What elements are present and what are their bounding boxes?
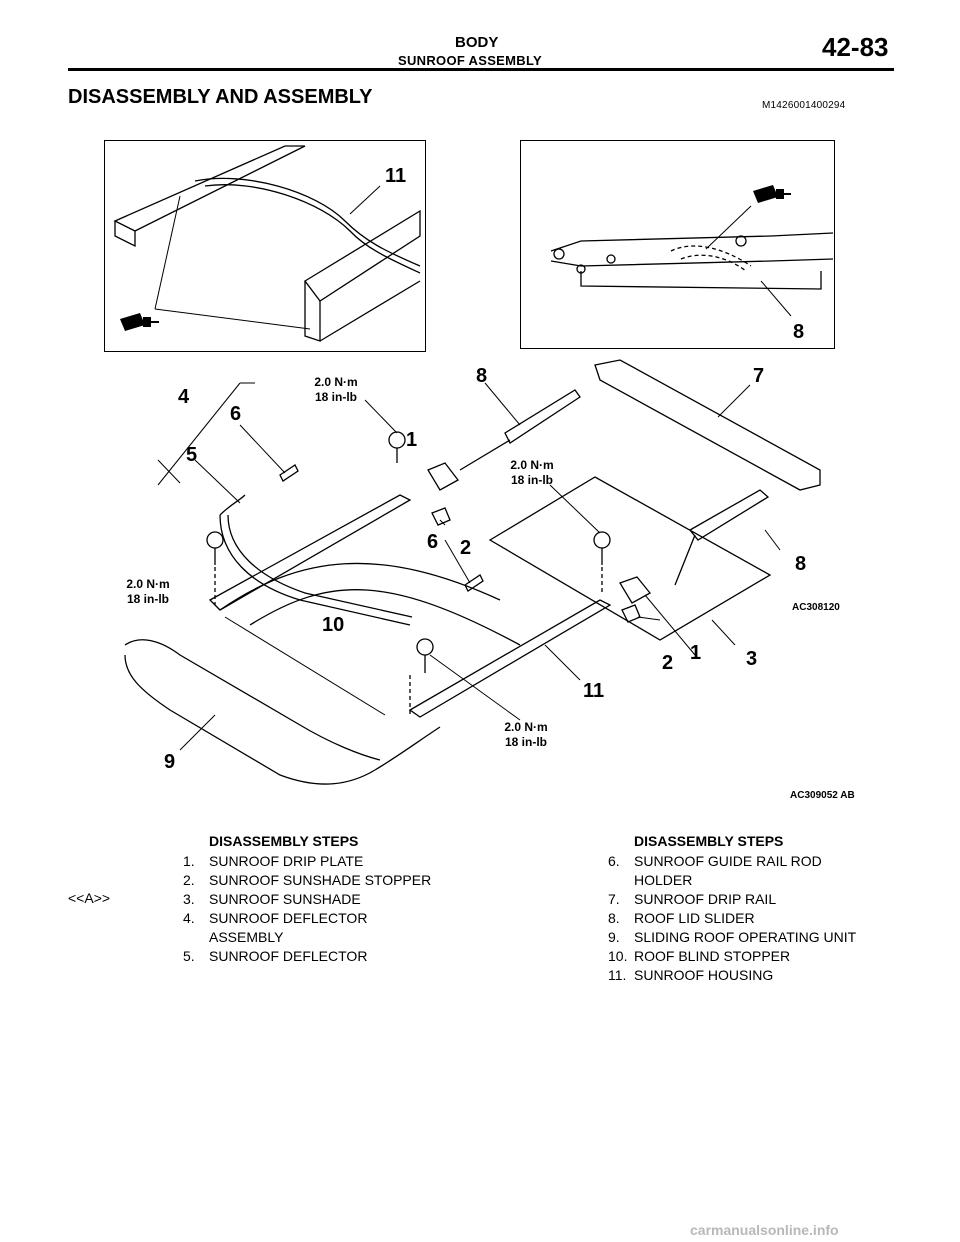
list-item: 5.SUNROOF DEFLECTOR — [183, 948, 368, 964]
label-2a: 2 — [460, 537, 472, 559]
slider-illustration — [550, 185, 834, 317]
exploded-illustration — [124, 359, 821, 785]
page-number: 42-83 — [822, 32, 889, 62]
label-8a: 8 — [476, 365, 488, 387]
list-item: 3.SUNROOF SUNSHADE — [183, 891, 361, 907]
list-item: 2.SUNROOF SUNSHADE STOPPER — [183, 872, 432, 888]
list-item: 7.SUNROOF DRIP RAIL — [608, 891, 777, 907]
label-9: 9 — [164, 751, 176, 773]
label-4: 4 — [178, 386, 190, 408]
exploded-view: 4 6 5 8 7 1 6 2 8 10 2 1 3 11 9 2.0 N·m … — [100, 355, 860, 805]
grease-icon — [120, 313, 159, 331]
list-item: 1.SUNROOF DRIP PLATE — [183, 853, 364, 869]
header-rule — [68, 68, 894, 71]
label-3: 3 — [746, 648, 758, 670]
label-6a: 6 — [230, 403, 242, 425]
label-7: 7 — [753, 365, 765, 387]
list-item: 4.SUNROOF DEFLECTOR ASSEMBLY — [183, 910, 368, 945]
list-item: 9.SLIDING ROOF OPERATING UNIT — [608, 929, 857, 945]
page-title: DISASSEMBLY AND ASSEMBLY — [68, 86, 373, 108]
subsection-title: SUNROOF ASSEMBLY — [398, 53, 542, 68]
steps-left-column: DISASSEMBLY STEPS 1.SUNROOF DRIP PLATE 2… — [183, 833, 513, 966]
list-item: 6.SUNROOF GUIDE RAIL ROD HOLDER — [608, 853, 822, 888]
figure-code: AC309052 AB — [790, 790, 855, 801]
list-item: 8.ROOF LID SLIDER — [608, 910, 755, 926]
list-item: 10.ROOF BLIND STOPPER — [608, 948, 791, 964]
steps-heading-right: DISASSEMBLY STEPS — [634, 833, 784, 849]
label-10: 10 — [322, 614, 345, 636]
housing-illustration — [113, 145, 421, 342]
torque-callout-3: 2.0 N·m 18 in-lb — [126, 577, 170, 606]
label-2b: 2 — [662, 652, 674, 674]
note-marker: <<A>> — [68, 890, 111, 906]
inset-code: AC308120 — [792, 602, 840, 613]
label-11-inset: 11 — [385, 165, 407, 187]
section-title: BODY — [455, 34, 499, 51]
torque-callout-4: 2.0 N·m 18 in-lb — [504, 720, 548, 749]
torque-callout-1: 2.0 N·m 18 in-lb — [314, 375, 358, 404]
label-1b: 1 — [690, 642, 702, 664]
inset-slider-grease: 8 — [520, 140, 835, 349]
label-8b: 8 — [795, 553, 807, 575]
inset-housing-grease: 11 — [104, 140, 426, 352]
watermark: carmanualsonline.info — [690, 1222, 839, 1238]
steps-heading-left: DISASSEMBLY STEPS — [209, 833, 359, 849]
grease-icon — [753, 185, 791, 203]
document-id: M1426001400294 — [762, 100, 846, 111]
steps-right-column: DISASSEMBLY STEPS 6.SUNROOF GUIDE RAIL R… — [608, 833, 908, 985]
label-5: 5 — [186, 444, 198, 466]
label-1a: 1 — [406, 429, 418, 451]
torque-callout-2: 2.0 N·m 18 in-lb — [510, 458, 554, 487]
label-8-inset: 8 — [793, 321, 805, 343]
label-6b: 6 — [427, 531, 439, 553]
label-11: 11 — [583, 680, 605, 702]
list-item: 11.SUNROOF HOUSING — [608, 967, 774, 983]
